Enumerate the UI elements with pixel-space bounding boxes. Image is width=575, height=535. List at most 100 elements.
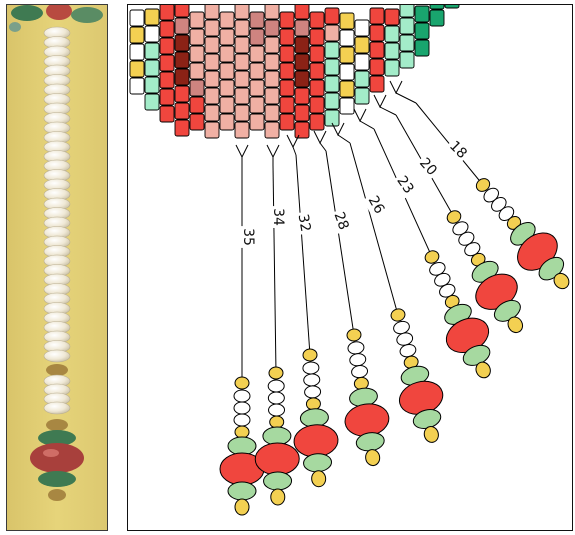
body-bead <box>190 97 204 113</box>
body-bead <box>310 29 324 45</box>
fringe-bead <box>234 390 250 402</box>
thread-loop <box>374 95 386 107</box>
fringe-bead <box>303 373 320 386</box>
body-bead <box>430 5 444 9</box>
body-bead <box>295 105 309 121</box>
fringe-bead <box>234 402 250 414</box>
body-bead <box>160 106 174 122</box>
body-bead <box>295 71 309 87</box>
body-bead <box>190 29 204 45</box>
fringe-thread <box>360 121 374 129</box>
body-bead <box>205 105 219 121</box>
thread-loop <box>390 81 402 93</box>
body-bead <box>400 35 414 51</box>
body-bead <box>310 114 324 130</box>
body-bead <box>295 88 309 104</box>
body-bead <box>220 63 234 79</box>
body-bead <box>400 52 414 68</box>
body-bead <box>265 105 279 121</box>
photo-pearl-bead <box>44 402 70 414</box>
body-bead <box>145 43 159 59</box>
photo-top-bead <box>71 7 103 23</box>
body-bead <box>250 97 264 113</box>
body-bead <box>205 88 219 104</box>
body-bead <box>310 80 324 96</box>
body-bead <box>220 97 234 113</box>
body-bead <box>370 59 384 75</box>
body-bead <box>430 10 444 26</box>
fringe-label-20: 20 <box>416 155 440 179</box>
fringe-thread <box>293 147 296 155</box>
fringe-bead <box>304 385 321 398</box>
fringe-bead <box>349 353 367 367</box>
fringe-thread <box>273 165 276 373</box>
body-bead <box>295 37 309 53</box>
photo-top-bead <box>11 5 43 21</box>
fringe-thread <box>338 135 350 143</box>
body-bead <box>250 29 264 45</box>
fringe-thread <box>380 107 396 115</box>
body-bead <box>385 43 399 59</box>
body-bead <box>220 12 234 28</box>
fringe-bead <box>346 328 362 342</box>
fringe-label-34: 34 <box>270 208 286 226</box>
body-bead <box>205 20 219 36</box>
fringe-bead <box>263 472 291 490</box>
body-bead <box>400 18 414 34</box>
body-bead <box>205 5 219 19</box>
body-bead <box>355 88 369 104</box>
fringe-diagram: 35 34 32 28 26 23 20 18 <box>127 4 573 531</box>
fringe-photo-image <box>7 5 107 530</box>
fringe-bead <box>347 341 365 355</box>
body-bead <box>340 13 354 29</box>
fringe-label-18: 18 <box>446 138 470 162</box>
body-bead <box>205 71 219 87</box>
body-bead <box>145 60 159 76</box>
body-bead <box>190 114 204 130</box>
body-bead <box>160 89 174 105</box>
body-bead <box>145 77 159 93</box>
body-bead <box>235 71 249 87</box>
body-bead <box>130 44 144 60</box>
body-bead <box>160 72 174 88</box>
photo-bronze-bead <box>48 489 66 501</box>
body-bead <box>280 97 294 113</box>
body-bead <box>175 35 189 51</box>
fringe-bead <box>228 482 256 500</box>
body-bead <box>175 5 189 17</box>
fringe-bead <box>311 470 326 487</box>
body-bead <box>190 46 204 62</box>
fringe-bead <box>235 377 249 389</box>
fringe-bead <box>293 423 339 458</box>
body-bead <box>310 63 324 79</box>
body-bead <box>175 120 189 136</box>
body-bead <box>280 12 294 28</box>
body-bead <box>250 80 264 96</box>
body-bead <box>325 93 339 109</box>
body-bead <box>250 63 264 79</box>
body-bead <box>220 114 234 130</box>
fringe-bead <box>268 404 284 416</box>
body-bead <box>340 98 354 114</box>
fringe-bead <box>235 499 249 515</box>
fringe-thread <box>320 143 326 151</box>
body-bead <box>310 97 324 113</box>
body-bead <box>370 8 384 24</box>
body-bead <box>295 20 309 36</box>
body-bead <box>205 37 219 53</box>
body-bead <box>265 88 279 104</box>
body-bead <box>370 76 384 92</box>
body-bead <box>235 20 249 36</box>
body-bead <box>175 86 189 102</box>
body-bead <box>175 18 189 34</box>
body-bead <box>295 54 309 70</box>
fringe-label-23: 23 <box>393 173 416 197</box>
photo-green-bead <box>38 471 76 487</box>
body-bead <box>445 5 459 8</box>
photo-top-bead <box>9 22 21 32</box>
thread-loop <box>267 145 279 157</box>
fringe-thread <box>296 155 310 355</box>
body-bead <box>280 29 294 45</box>
thread-loop <box>354 109 366 121</box>
body-bead <box>340 64 354 80</box>
